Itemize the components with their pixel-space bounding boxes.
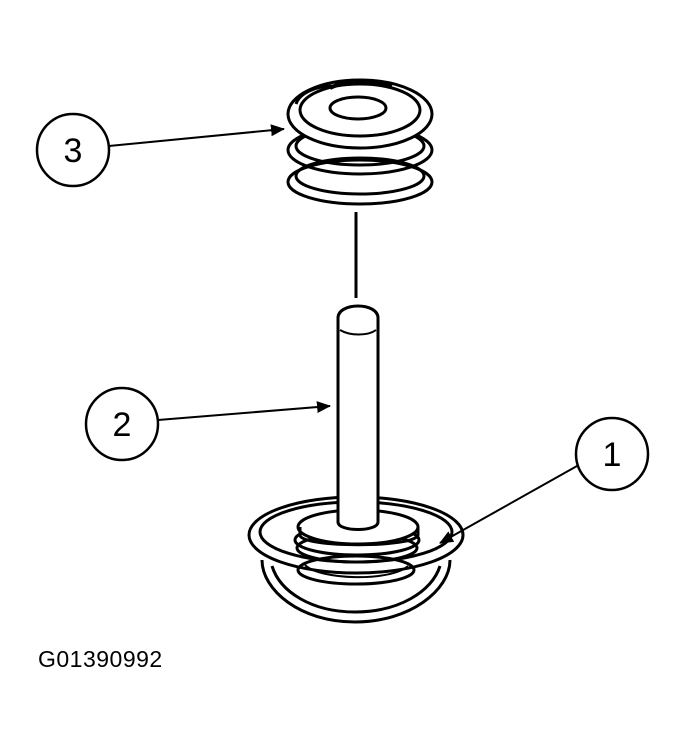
callout-2-circle [84,386,160,462]
plunger-part [336,304,380,531]
callout-3-circle [35,112,111,188]
callout-1-circle [574,416,650,492]
callout-3-arrow [108,124,285,147]
callout-2: 2 [84,386,331,462]
callout-2-arrow [157,401,331,421]
callout-3-number: 3 [64,132,83,170]
callout-3: 3 [35,112,285,188]
figure-id: G01390992 [38,646,163,672]
callout-1-number: 1 [603,436,622,474]
callout-2-number: 2 [113,406,132,444]
callout-1: 1 [439,416,650,544]
spring-part [286,78,434,206]
callout-1-arrow [439,465,578,544]
